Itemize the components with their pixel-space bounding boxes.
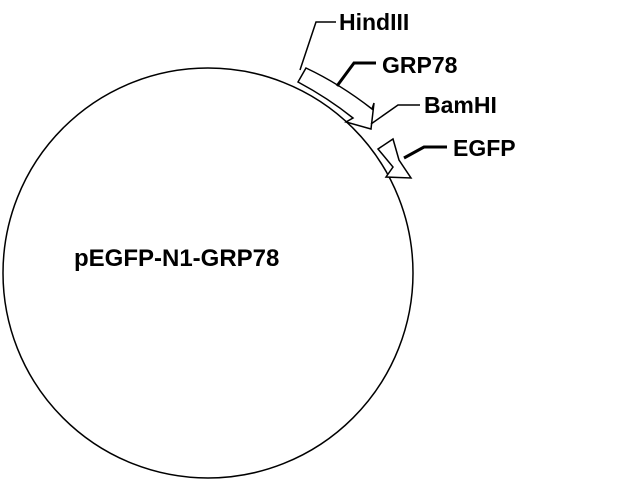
plasmid-backbone [2,67,414,479]
grp78-insert-arrow [296,67,375,130]
hindiii-leader-line [299,21,336,71]
hindiii-site-label: HindIII [339,9,409,35]
egfp-leader-line [403,145,447,160]
bamhi-site-label: BamHI [424,92,497,118]
grp78-leader-line [335,61,376,87]
egfp-gene-label: EGFP [453,135,516,161]
grp78-insert-label: GRP78 [382,52,458,78]
egfp-arrow [376,137,413,179]
plasmid-name-label: pEGFP-N1-GRP78 [74,245,279,272]
bamhi-leader-line [370,104,420,125]
